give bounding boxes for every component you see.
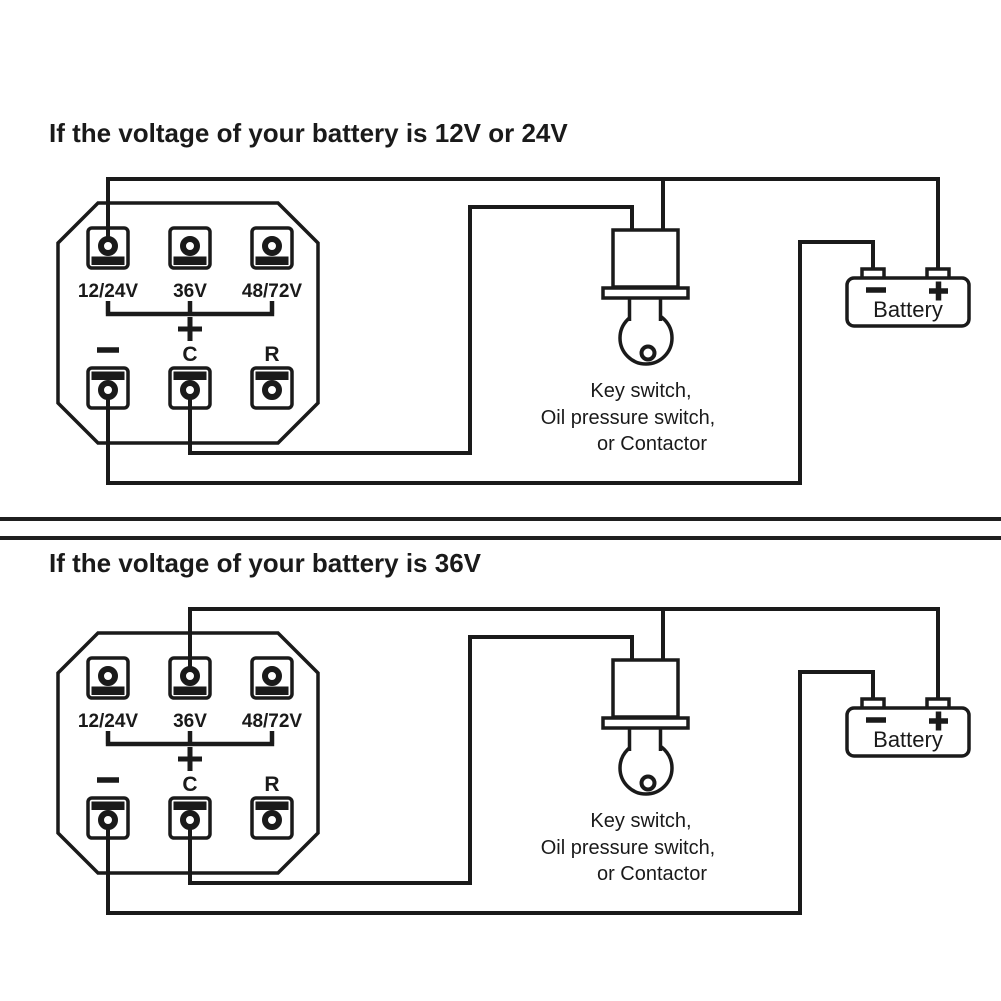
terminal-minus-bar [91, 801, 125, 810]
terminal-c-ring [180, 810, 200, 830]
battery: Battery [845, 697, 971, 758]
terminal-12-24v-bar [91, 256, 125, 265]
battery-negative-wire [106, 240, 875, 485]
key-switch [601, 228, 690, 366]
terminal-36v-bar [173, 256, 207, 265]
terminal-minus-ring [98, 380, 118, 400]
switch-caption-line-1: Key switch, [590, 380, 691, 402]
battery: Battery [845, 267, 971, 328]
key-switch-neck-mask [628, 726, 659, 751]
section-divider-line-2 [0, 536, 1001, 540]
terminal-36v-bar [173, 686, 207, 695]
key-switch-neck [627, 297, 663, 321]
terminal-rings [98, 666, 282, 830]
switch-caption-line-3: or Contactor [597, 863, 707, 885]
plus-sign [178, 747, 202, 771]
circuit-diagram: 12/24V 36V 48/72V C R Key switch, Oil pr… [56, 607, 971, 915]
key-switch-body [611, 228, 680, 289]
key-switch [601, 658, 690, 796]
battery-label: Battery [873, 727, 943, 752]
terminal-48-72v-ring [262, 666, 282, 686]
key-switch-neck [627, 727, 663, 751]
terminal-c-ring [180, 380, 200, 400]
battery-negative-wire [106, 670, 875, 915]
label-c: C [182, 343, 197, 366]
key-switch-body [611, 658, 680, 719]
terminal-12-24v-ring [98, 236, 118, 256]
terminal-r-bar [255, 371, 289, 380]
voltage-bracket [105, 731, 275, 747]
terminal-r-ring [262, 380, 282, 400]
section-divider-line-1 [0, 517, 1001, 521]
terminal-36v-ring [180, 666, 200, 686]
switch-to-c-wire [188, 635, 634, 885]
switch-caption-line-2: Oil pressure switch, [541, 407, 716, 429]
label-12-24v: 12/24V [78, 281, 139, 302]
key-switch-flange [601, 286, 690, 300]
key-switch-flange [601, 716, 690, 730]
terminal-minus-ring [98, 810, 118, 830]
label-12-24v: 12/24V [78, 711, 139, 732]
terminal-48-72v-bar [255, 686, 289, 695]
switch-caption-line-1: Key switch, [590, 810, 691, 832]
circuit-section-12-24v: 12/24V 36V 48/72V C R Key switch, Oil pr… [0, 0, 1001, 500]
terminal-12-24v-bar [91, 686, 125, 695]
terminal-12-24v-ring [98, 666, 118, 686]
label-c: C [182, 773, 197, 796]
terminal-c-bar [173, 801, 207, 810]
battery-positive-wire [106, 177, 940, 271]
battery-label: Battery [873, 297, 943, 322]
label-48-72v: 48/72V [242, 711, 303, 732]
label-36v: 36V [173, 711, 207, 732]
battery-plus-sign [929, 711, 948, 731]
terminal-48-72v-ring [262, 236, 282, 256]
switch-to-c-wire [188, 205, 634, 455]
key-switch-hole [639, 344, 657, 362]
battery-positive-wire [188, 607, 940, 701]
key-switch-neck-mask [628, 296, 659, 321]
switch-caption-line-3: or Contactor [597, 433, 707, 455]
key-switch-hole [639, 774, 657, 792]
label-36v: 36V [173, 281, 207, 302]
label-r: R [264, 773, 279, 796]
battery-plus-sign [929, 281, 948, 301]
terminal-c-bar [173, 371, 207, 380]
terminal-rings [98, 236, 282, 400]
terminal-r-bar [255, 801, 289, 810]
label-48-72v: 48/72V [242, 281, 303, 302]
terminal-r-ring [262, 810, 282, 830]
switch-caption-line-2: Oil pressure switch, [541, 837, 716, 859]
terminal-minus-bar [91, 371, 125, 380]
plus-sign [178, 317, 202, 341]
voltage-bracket [105, 301, 275, 317]
circuit-diagram: 12/24V 36V 48/72V C R Key switch, Oil pr… [56, 177, 971, 485]
section-title: If the voltage of your battery is 12V or… [49, 118, 568, 148]
section-title: If the voltage of your battery is 36V [49, 548, 481, 578]
circuit-section-36v: 12/24V 36V 48/72V C R Key switch, Oil pr… [0, 430, 1001, 930]
terminal-36v-ring [180, 236, 200, 256]
label-r: R [264, 343, 279, 366]
terminal-48-72v-bar [255, 256, 289, 265]
